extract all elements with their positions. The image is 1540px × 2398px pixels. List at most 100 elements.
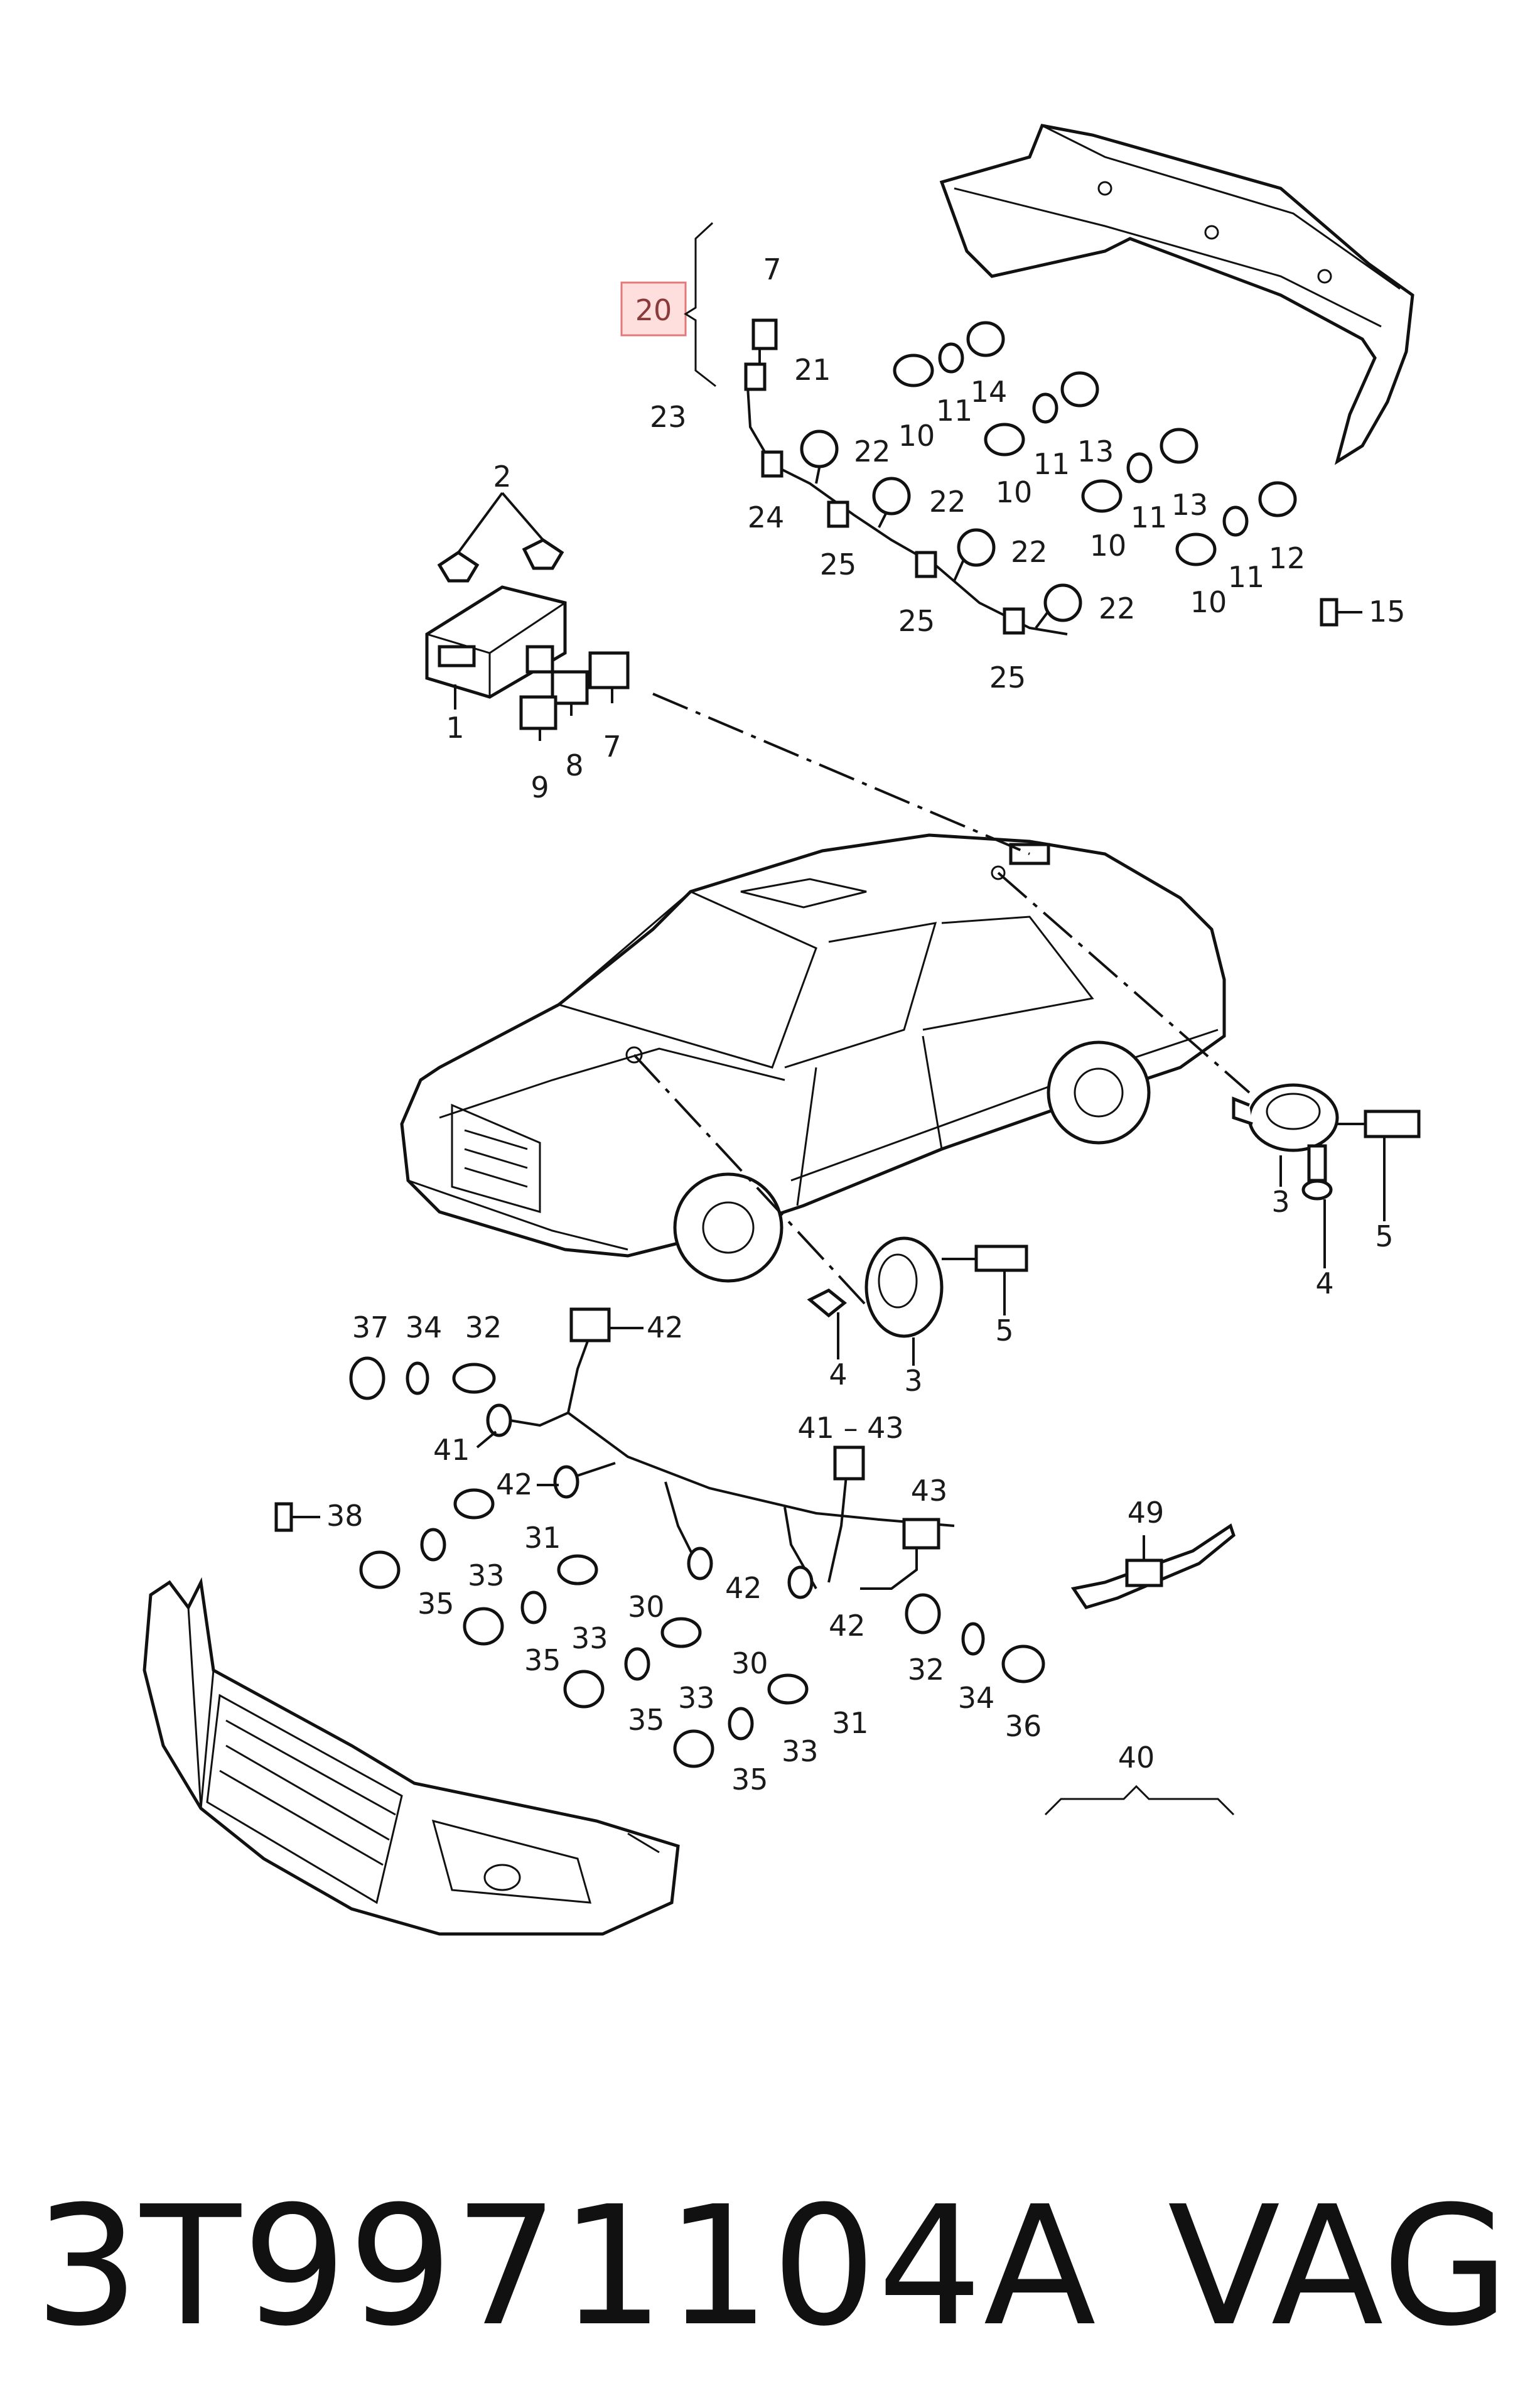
- callout-33-b: 33: [571, 1621, 608, 1655]
- rear-wheel: [1047, 1040, 1151, 1145]
- callout-25-c: 25: [989, 661, 1026, 694]
- callout-42-a: 41: [433, 1433, 470, 1467]
- callout-1: 1: [446, 711, 464, 745]
- callout-31-b: 31: [832, 1706, 869, 1740]
- callout-9: 9: [530, 770, 549, 804]
- callout-35-b: 35: [524, 1643, 561, 1677]
- rear-wiring-harness: [744, 318, 1082, 635]
- front-sensors: [349, 1356, 1045, 1768]
- callout-8: 8: [565, 748, 583, 782]
- callout-38: 38: [326, 1499, 363, 1533]
- connector-7: [588, 651, 630, 689]
- connector-43-right: [902, 1518, 940, 1550]
- callout-3-front: 3: [904, 1364, 922, 1398]
- connector-9: [519, 695, 557, 730]
- callout-10-a: 10: [898, 419, 935, 453]
- callout-22-d: 22: [1099, 591, 1136, 625]
- callout-5-rear: 5: [1375, 1219, 1393, 1253]
- callout-25-b: 25: [898, 604, 935, 638]
- sensor-socket-22d: [1043, 583, 1082, 622]
- callout-10-b: 10: [996, 475, 1033, 509]
- callout-11-c: 11: [1131, 500, 1168, 534]
- callout-32-left: 32: [465, 1310, 502, 1344]
- callout-4-front: 4: [829, 1358, 847, 1391]
- callout-20-highlight: 20: [620, 281, 687, 337]
- callout-22-a: 22: [854, 435, 891, 468]
- connector-43-top: [569, 1307, 611, 1342]
- callout-2: 2: [493, 460, 511, 494]
- connector-7-rear: [751, 318, 778, 350]
- bracket-40: [1044, 1785, 1235, 1816]
- leader-front-buzzer: [633, 1054, 874, 1314]
- callout-5-front: 5: [995, 1314, 1013, 1348]
- callout-7-top: 7: [763, 252, 781, 286]
- callout-10-d: 10: [1190, 585, 1227, 619]
- sensor-socket-22a: [800, 429, 839, 468]
- callout-22-b: 22: [929, 485, 966, 519]
- front-buzzer: [807, 1236, 1028, 1338]
- connector-41: [833, 1445, 865, 1481]
- callout-22-c: 22: [1011, 535, 1048, 569]
- callout-33-d: 33: [782, 1734, 819, 1768]
- cable-tie: [1070, 1523, 1236, 1609]
- cap-15: [1320, 598, 1338, 627]
- callout-4-rear: 4: [1315, 1267, 1333, 1300]
- callout-23: 23: [650, 400, 687, 434]
- sensor-socket-22b: [872, 477, 911, 516]
- sensor-socket-22c: [957, 528, 996, 567]
- callout-40: 40: [1118, 1741, 1155, 1774]
- callout-34-left: 34: [406, 1310, 443, 1344]
- control-unit: [425, 492, 630, 741]
- callout-32-right: 32: [908, 1653, 945, 1687]
- callout-30-b: 30: [731, 1646, 768, 1680]
- callout-49: 49: [1128, 1496, 1165, 1530]
- callout-11-b: 11: [1033, 447, 1070, 481]
- front-wheel: [673, 1172, 783, 1283]
- cap-38: [274, 1502, 293, 1532]
- sedan-car: [400, 833, 1226, 1283]
- connector-5-rear: [1364, 1110, 1421, 1138]
- callout-42-d: 42: [829, 1609, 866, 1643]
- leader-rear-buzzer: [997, 872, 1251, 1094]
- callout-34-right: 34: [958, 1681, 995, 1715]
- callout-30-a: 30: [628, 1590, 665, 1624]
- callout-11-a: 11: [936, 394, 973, 428]
- callout-36: 36: [1005, 1709, 1042, 1743]
- rear-sensors: [893, 321, 1297, 566]
- callout-35-a: 35: [417, 1587, 455, 1621]
- callout-31-a: 31: [524, 1521, 561, 1555]
- callout-12: 12: [1269, 541, 1306, 575]
- part-number: 3T9971104A: [35, 2171, 1097, 2362]
- callout-14: 14: [971, 375, 1008, 409]
- connector-5-front: [974, 1245, 1028, 1272]
- callout-42-c: 42: [725, 1571, 762, 1605]
- callout-10-c: 10: [1090, 529, 1127, 563]
- callout-20: 20: [635, 293, 672, 327]
- callout-35-d: 35: [731, 1763, 768, 1796]
- callout-41: 41 – 43: [797, 1411, 903, 1445]
- connector-8: [551, 670, 589, 705]
- nut-2a: [437, 550, 480, 583]
- screw-4-rear: [1307, 1144, 1327, 1182]
- callout-25-a: 25: [820, 548, 857, 581]
- callout-labels: 7 21 23 22 22 22 22 24 25 25 25 10 11 14…: [326, 252, 1406, 1796]
- rear-buzzer: [1232, 1083, 1421, 1201]
- callout-42-b: 42: [496, 1467, 533, 1501]
- callout-15: 15: [1369, 595, 1406, 629]
- callout-35-c: 35: [628, 1703, 665, 1737]
- callout-13-a: 13: [1077, 435, 1114, 468]
- bracket-20: [684, 222, 716, 387]
- callout-37: 37: [352, 1310, 389, 1344]
- front-wiring-harness: [486, 1307, 955, 1599]
- front-bumper: [143, 1577, 680, 1936]
- screw-4-front: [807, 1288, 848, 1318]
- nut-2b: [522, 538, 564, 570]
- callout-43-right: 43: [911, 1474, 948, 1508]
- rear-bumper: [939, 124, 1414, 465]
- callout-33-c: 33: [678, 1681, 715, 1715]
- callout-21: 21: [794, 353, 831, 387]
- callout-43-top: 42: [647, 1310, 684, 1344]
- callout-24: 24: [748, 500, 785, 534]
- callout-33-a: 33: [468, 1558, 505, 1592]
